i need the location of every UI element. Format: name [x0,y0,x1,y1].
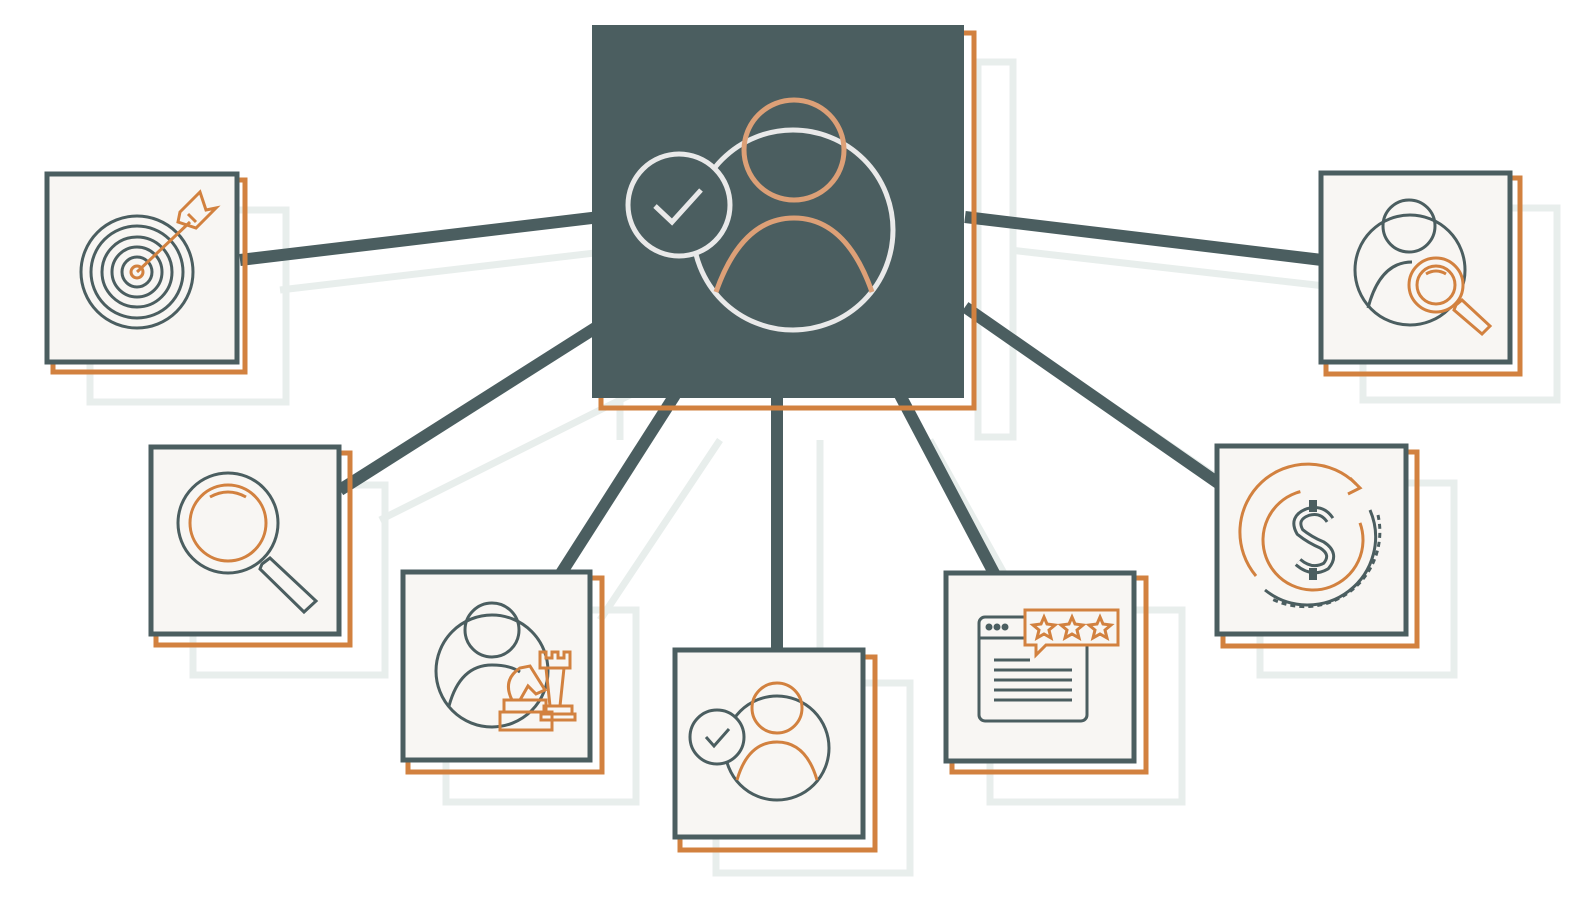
magnifier-icon [176,471,319,615]
connector-target [239,211,601,266]
connector-strategy [554,391,681,579]
node-target [44,171,248,375]
browser-rating-stars-icon [977,608,1120,723]
connector-lines [239,211,1323,650]
node-revenue [1214,443,1420,649]
connector-revenue [961,302,1222,488]
verified-user-icon [625,97,896,333]
connector-reviews [894,392,1001,578]
target-dart-icon [79,189,221,330]
node-search [148,444,353,648]
user-chess-strategy-icon [434,601,577,732]
connector-search [336,319,604,496]
node-reviews [943,570,1149,775]
verified-user-icon [688,681,831,802]
hub-node [592,25,977,411]
connector-user-search [964,211,1323,266]
node-verified [672,647,878,853]
node-user-search [1318,170,1523,377]
node-panel [148,444,342,637]
node-panel [943,570,1137,764]
node-strategy [400,569,605,775]
dollar-cycle-icon [1238,462,1382,609]
user-search-icon [1353,198,1493,337]
